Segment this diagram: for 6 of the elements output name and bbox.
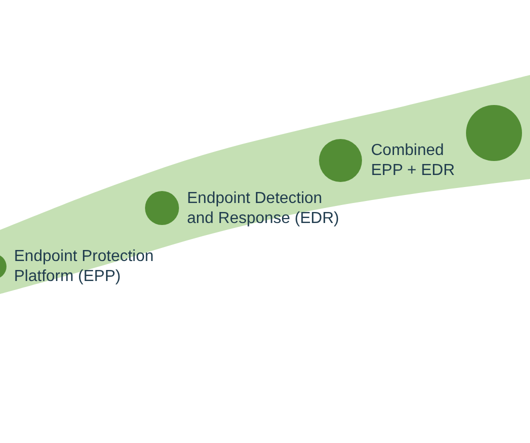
stage-label: Combined EPP + EDR xyxy=(371,141,456,180)
stage-circle xyxy=(466,104,522,160)
stage-label: Endpoint Detection and Response (EDR) xyxy=(187,189,340,228)
stage-circle xyxy=(318,138,362,182)
stage-circle xyxy=(145,191,179,225)
stage-label: Endpoint Protection Platform (EPP) xyxy=(14,247,155,286)
